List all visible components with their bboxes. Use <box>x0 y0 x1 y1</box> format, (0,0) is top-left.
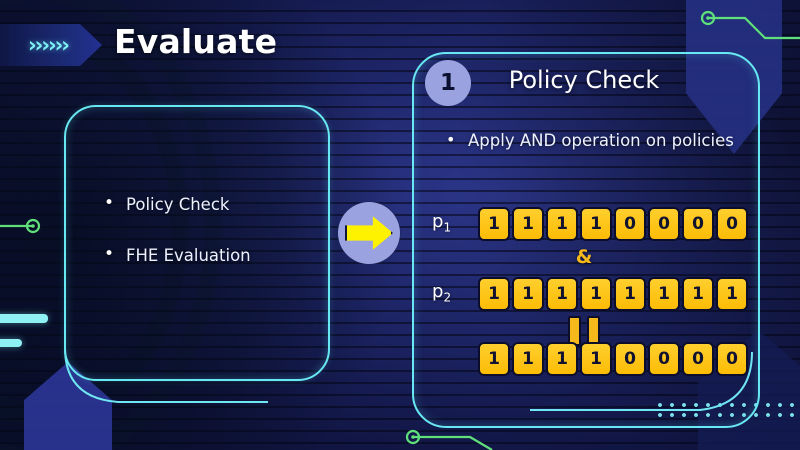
row-label-subscript: 1 <box>443 220 452 235</box>
row-label-subscript: 2 <box>443 290 452 305</box>
panel-title: Policy Check <box>508 66 660 94</box>
page-title: Evaluate <box>114 22 278 61</box>
bit-cell: 0 <box>648 207 680 241</box>
bit-cell: 1 <box>580 277 612 311</box>
list-item: FHE Evaluation <box>100 244 251 265</box>
accent-bar-left-lower <box>0 339 22 347</box>
bit-cell: 1 <box>546 207 578 241</box>
bit-cell: 1 <box>580 342 612 376</box>
bit-cell: 1 <box>478 277 510 311</box>
bit-cell: 1 <box>512 342 544 376</box>
left-summary-card: Policy Check FHE Evaluation <box>64 105 330 381</box>
bit-cell: 1 <box>682 277 714 311</box>
row-label-p2: p2 <box>432 281 451 305</box>
right-arrow-icon <box>345 216 393 250</box>
bit-cell: 1 <box>614 277 646 311</box>
bit-cell: 1 <box>580 207 612 241</box>
panel-bullet-text: Apply AND operation on policies <box>444 129 738 152</box>
bit-cell: 1 <box>546 342 578 376</box>
list-item: Policy Check <box>100 193 251 214</box>
bit-cell: 1 <box>648 277 680 311</box>
equals-operator-symbol <box>412 316 756 346</box>
bit-cell: 1 <box>546 277 578 311</box>
bit-cell: 0 <box>648 342 680 376</box>
left-card-list: Policy Check FHE Evaluation <box>100 193 251 297</box>
policy-check-panel <box>412 52 760 428</box>
chevron-icons: ›››››› <box>28 32 70 57</box>
bit-cell: 1 <box>512 207 544 241</box>
bit-cell: 0 <box>716 342 748 376</box>
bit-cell: 1 <box>478 207 510 241</box>
row-label-p1: p1 <box>432 211 451 235</box>
bit-cell: 0 <box>614 207 646 241</box>
header-chevron-banner: ›››››› <box>0 24 102 66</box>
bit-cell: 0 <box>682 207 714 241</box>
and-operator-symbol: & <box>575 246 593 268</box>
bit-cell: 1 <box>512 277 544 311</box>
bit-cell: 1 <box>478 342 510 376</box>
row-label-base: p <box>432 211 444 232</box>
accent-bar-left-upper <box>0 314 48 323</box>
bit-cell: 0 <box>716 207 748 241</box>
bit-cell: 1 <box>716 277 748 311</box>
row-label-base: p <box>432 281 444 302</box>
bit-cell: 0 <box>614 342 646 376</box>
flow-arrow-button[interactable] <box>338 202 400 264</box>
step-number-badge: 1 <box>425 60 471 106</box>
bit-cell: 0 <box>682 342 714 376</box>
